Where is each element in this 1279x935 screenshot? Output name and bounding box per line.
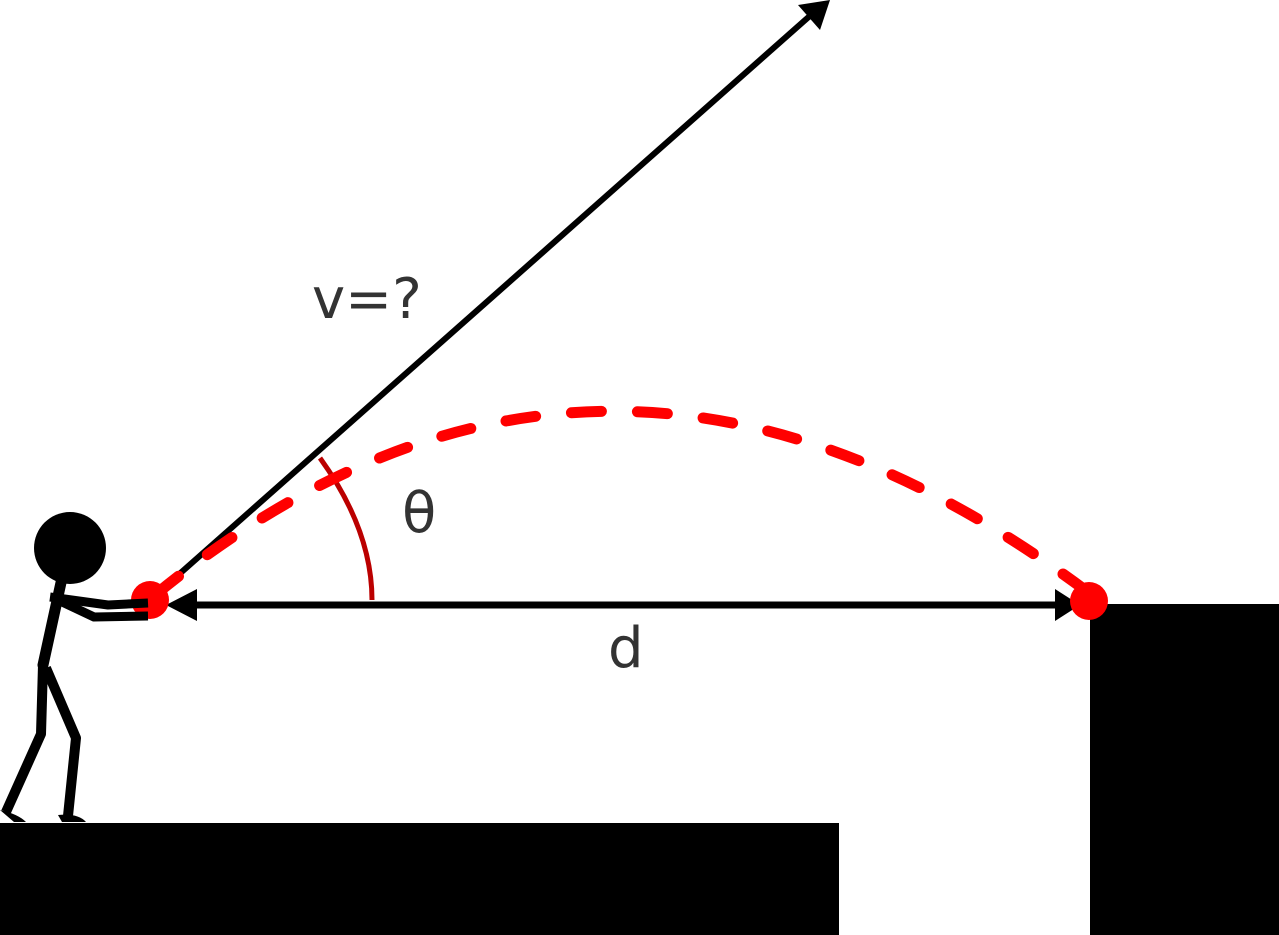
stick-figure-thrower <box>0 512 149 822</box>
launch-point-marker <box>131 581 169 619</box>
angle-label: θ <box>402 481 436 546</box>
distance-arrow-right-head <box>1055 589 1080 621</box>
stick-figure-torso <box>37 572 68 671</box>
projectile-trajectory <box>149 405 1091 601</box>
distance-arrow-left-head <box>166 589 197 621</box>
stick-figure-head <box>34 512 106 584</box>
velocity-vector-line <box>148 11 814 603</box>
landing-point-marker <box>1070 582 1108 620</box>
stick-figure-leg-left <box>1 664 48 815</box>
right-raised-platform <box>1090 604 1279 935</box>
stick-figure-foot-right <box>58 814 86 822</box>
velocity-label: v=? <box>312 267 422 332</box>
stick-figure-arm-lower <box>56 595 149 622</box>
distance-label: d <box>608 616 644 681</box>
left-ground-platform <box>0 823 839 935</box>
stick-figure-leg-right <box>41 666 81 817</box>
stick-figure-arm-upper <box>49 592 149 610</box>
stick-figure-foot-left <box>0 810 26 822</box>
velocity-vector-arrowhead <box>798 0 830 30</box>
